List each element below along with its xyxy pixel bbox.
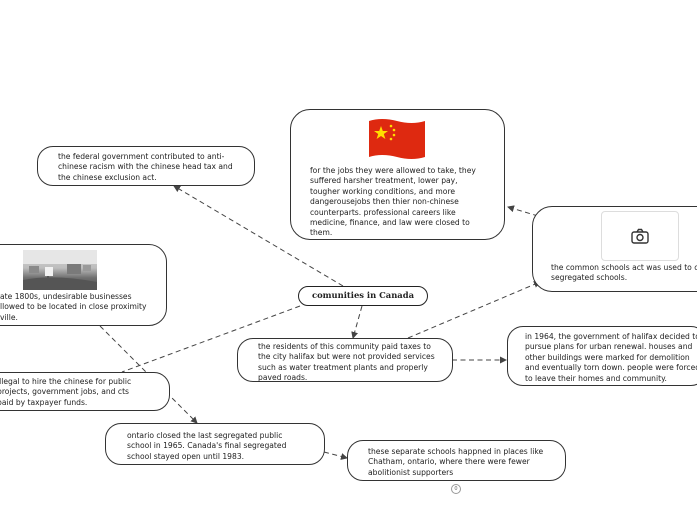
- node-common-schools-act-text: the common schools act was used to c seg…: [551, 263, 697, 283]
- china-flag-icon: [369, 119, 425, 159]
- link-central-illegal: [121, 305, 301, 373]
- node-halifax-urban-renewal[interactable]: in 1964, the government of halifax decid…: [507, 326, 697, 386]
- node-separate-schools[interactable]: these separate schools happned in places…: [347, 440, 566, 481]
- central-topic[interactable]: comunities in Canada: [298, 286, 428, 306]
- node-halifax-taxes[interactable]: the residents of this community paid tax…: [237, 338, 453, 382]
- image-placeholder: [601, 211, 679, 261]
- node-federal-government[interactable]: the federal government contributed to an…: [37, 146, 255, 186]
- node-illegal-to-hire[interactable]: illegal to hire the chinese for public p…: [0, 372, 170, 411]
- node-halifax-urban-renewal-text: in 1964, the government of halifax decid…: [525, 332, 697, 383]
- node-ontario-last-school-text: ontario closed the last segregated publi…: [127, 431, 287, 461]
- link-central-federal: [173, 185, 344, 287]
- link-jobs-schoolsact: [507, 205, 539, 217]
- node-undesirable-businesses-text: ate 1800s, undesirable businesses llowed…: [0, 292, 147, 322]
- node-halifax-taxes-text: the residents of this community paid tax…: [258, 342, 435, 383]
- link-central-taxes: [351, 305, 363, 339]
- node-separate-schools-text: these separate schools happned in places…: [368, 447, 544, 477]
- node-federal-government-text: the federal government contributed to an…: [58, 152, 233, 182]
- link-ontario-separate: [323, 451, 348, 460]
- link-taxes-schoolsact: [407, 281, 541, 339]
- node-chinese-jobs-text: for the jobs they were allowed to take, …: [310, 166, 476, 238]
- photo-thumbnail: [23, 250, 97, 290]
- expand-marker[interactable]: 0: [451, 484, 461, 494]
- node-chinese-jobs[interactable]: for the jobs they were allowed to take, …: [290, 109, 505, 240]
- camera-icon: [631, 228, 649, 244]
- node-illegal-to-hire-text: illegal to hire the chinese for public p…: [0, 377, 132, 407]
- node-ontario-last-school[interactable]: ontario closed the last segregated publi…: [105, 423, 325, 465]
